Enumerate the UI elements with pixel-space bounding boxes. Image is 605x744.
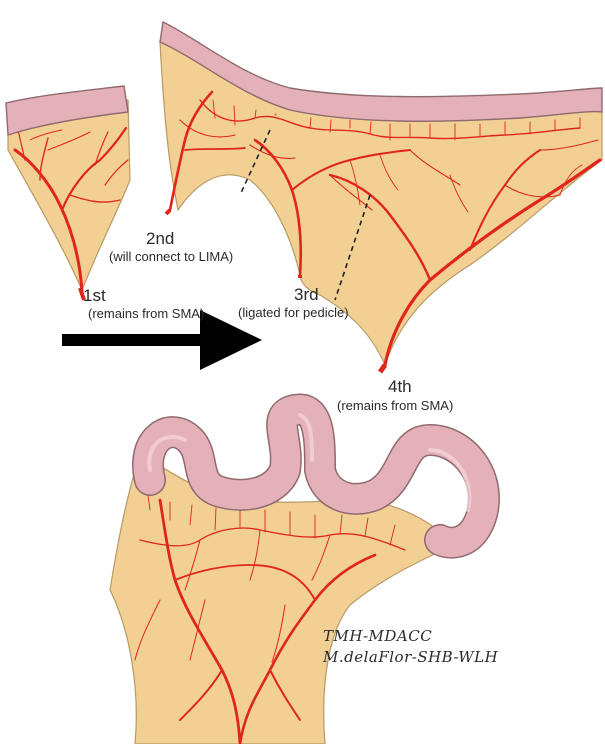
note-4th: (remains from SMA) xyxy=(337,399,453,414)
label-2nd: 2nd xyxy=(146,229,174,249)
note-3rd: (ligated for pedicle) xyxy=(238,306,349,321)
label-1st: 1st xyxy=(83,286,106,306)
label-3rd: 3rd xyxy=(294,285,319,305)
note-2nd: (will connect to LIMA) xyxy=(109,250,233,265)
segment-main xyxy=(160,22,602,372)
mesentery-folded xyxy=(110,455,455,744)
stump-2nd xyxy=(166,210,170,214)
credit-line-1: TMH-MDACC xyxy=(323,627,432,645)
credit-line-2: M.delaFlor-SHB-WLH xyxy=(323,648,498,666)
segment-1st xyxy=(6,86,130,300)
label-4th: 4th xyxy=(388,377,412,397)
segment-folded xyxy=(110,410,484,744)
stump-4th xyxy=(380,365,385,372)
note-1st: (remains from SMA) xyxy=(88,307,204,322)
